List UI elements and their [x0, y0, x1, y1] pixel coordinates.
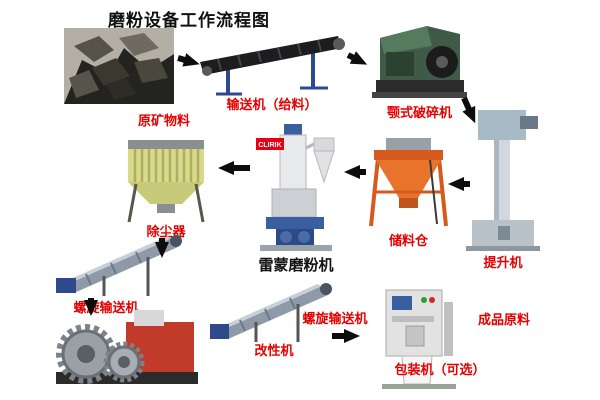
elevator-node: 提升机 [458, 108, 548, 270]
conveyor-label: 输送机（给料） [226, 97, 318, 112]
arrow-rocks-to-conveyor [177, 53, 200, 67]
screw-conveyor-left-image [56, 235, 182, 296]
storage-silo-image [369, 138, 448, 227]
rocks-image [64, 28, 174, 104]
screw-conveyor-left-node: 螺旋输送机 [56, 230, 188, 315]
screw-conveyor-bottom-label: 螺旋输送机 [302, 311, 368, 326]
packaging-label: 包装机（可选） [394, 362, 486, 377]
raw-material-label: 原矿物料 [137, 113, 190, 128]
elevator-label: 提升机 [483, 255, 523, 270]
bucket-elevator-image [466, 110, 540, 251]
screw-conveyor-bottom-node [210, 278, 338, 344]
belt-conveyor-image [200, 36, 345, 96]
diagram-title: 磨粉设备工作流程图 [108, 11, 270, 30]
jaw-crusher-node: 颚式破碎机 [372, 20, 467, 120]
modifier-label: 改性机 [254, 343, 294, 358]
dust-collector-image [127, 140, 205, 223]
modifier-machine-node [52, 308, 204, 394]
arrow-conveyor-to-crusher [346, 51, 368, 65]
finished-product-label: 成品原料 [477, 312, 530, 327]
raw-material-photo [64, 28, 174, 104]
raymond-mill-image: CLIRIK [256, 124, 335, 251]
jaw-crusher-label: 颚式破碎机 [386, 105, 452, 120]
packaging-machine-image [382, 289, 456, 389]
jaw-crusher-image [372, 26, 467, 98]
mill-brand-text: CLIRIK [258, 142, 281, 149]
screw-conveyor-bottom-image [210, 283, 332, 342]
silo-node: 储料仓 [366, 136, 451, 248]
dust-collector-node: 除尘器 [120, 134, 212, 239]
raymond-mill-label: 雷蒙磨粉机 [258, 257, 334, 274]
silo-label: 储料仓 [388, 233, 428, 248]
modifier-machine-image [56, 310, 198, 384]
packaging-machine-node [380, 286, 458, 390]
raymond-mill-node: CLIRIK 雷蒙磨粉机 [250, 120, 342, 274]
conveyor-node: 输送机（给料） [198, 28, 346, 112]
